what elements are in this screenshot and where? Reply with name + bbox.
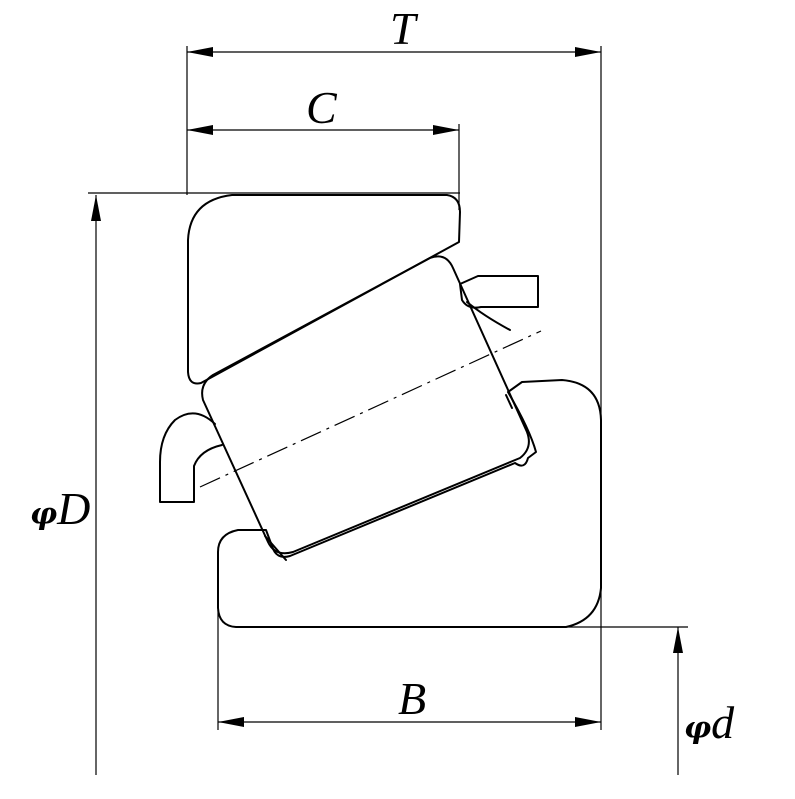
arrowhead-od-top xyxy=(91,195,101,221)
outer-ring xyxy=(187,194,461,385)
arrowhead-b-right xyxy=(575,717,601,727)
arrowhead-t-right xyxy=(575,47,601,57)
arrowhead-t-left xyxy=(187,47,213,57)
dimension-label-id: φd xyxy=(684,697,735,748)
phi-symbol-od: φ xyxy=(30,497,57,532)
dimension-label-t: T xyxy=(390,3,419,54)
cage-upper-tab xyxy=(466,301,511,331)
roller-axis-centerline xyxy=(199,330,542,488)
inner-ring-bottom-notch xyxy=(264,535,287,561)
phi-symbol-id: φ xyxy=(684,711,711,746)
arrowhead-b-left xyxy=(218,717,244,727)
dimension-label-b: B xyxy=(398,673,426,724)
dimension-label-od: φD xyxy=(30,483,90,534)
arrowhead-id-top xyxy=(673,627,683,653)
dimension-label-id-letter: d xyxy=(711,697,735,748)
inner-ring-rib-notch xyxy=(505,394,513,409)
dimension-label-c: C xyxy=(306,82,338,133)
tapered-roller xyxy=(201,255,530,555)
cage-lower xyxy=(159,412,223,503)
arrowhead-c-right xyxy=(433,125,459,135)
cage-upper xyxy=(459,275,539,309)
arrowhead-c-left xyxy=(187,125,213,135)
dimension-label-od-letter: D xyxy=(56,483,90,534)
